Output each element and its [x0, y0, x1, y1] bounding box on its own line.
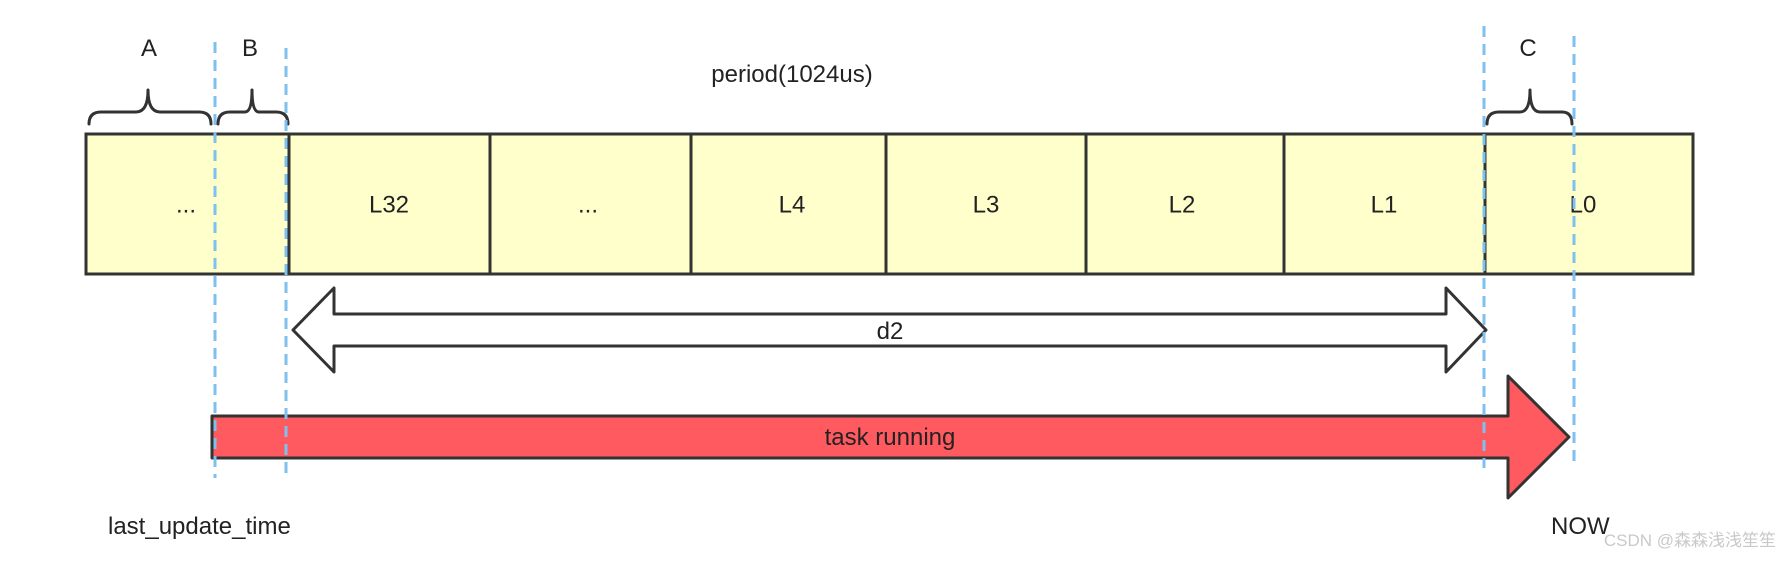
- task-running-arrow: [210, 374, 1571, 500]
- period-cells: [84, 132, 1695, 276]
- cell-2: [488, 132, 693, 276]
- cell-5: [1084, 132, 1286, 276]
- cell-labels: ... L32 ... L4 L3 L2 L1 L0: [176, 191, 1596, 218]
- d2-label: d2: [877, 318, 904, 345]
- watermark: CSDN @森森浅浅笙笙: [1604, 531, 1776, 550]
- guide-lines: [213, 26, 1576, 478]
- brace-b: [216, 88, 290, 126]
- now-label: NOW: [1551, 513, 1610, 540]
- d2-double-arrow: [291, 286, 1488, 374]
- cell-label-6: L1: [1371, 191, 1398, 218]
- cell-label-2: ...: [578, 191, 598, 218]
- cell-6: [1282, 132, 1487, 276]
- cell-0: [84, 132, 291, 276]
- cell-label-1: L32: [369, 191, 409, 218]
- cell-label-0: ...: [176, 191, 196, 218]
- task-running-label: task running: [825, 424, 956, 451]
- brace-a-label: A: [141, 35, 157, 62]
- cell-label-5: L2: [1169, 191, 1196, 218]
- last-update-time-label: last_update_time: [108, 513, 291, 540]
- braces: [87, 88, 1574, 126]
- cell-label-3: L4: [779, 191, 806, 218]
- brace-b-label: B: [242, 35, 258, 62]
- brace-a: [87, 88, 213, 126]
- brace-c: [1485, 88, 1574, 126]
- cell-4: [884, 132, 1088, 276]
- brace-c-label: C: [1519, 35, 1536, 62]
- cell-1: [287, 132, 492, 276]
- cell-label-4: L3: [973, 191, 1000, 218]
- period-label: period(1024us): [711, 61, 872, 88]
- cell-7: [1483, 132, 1695, 276]
